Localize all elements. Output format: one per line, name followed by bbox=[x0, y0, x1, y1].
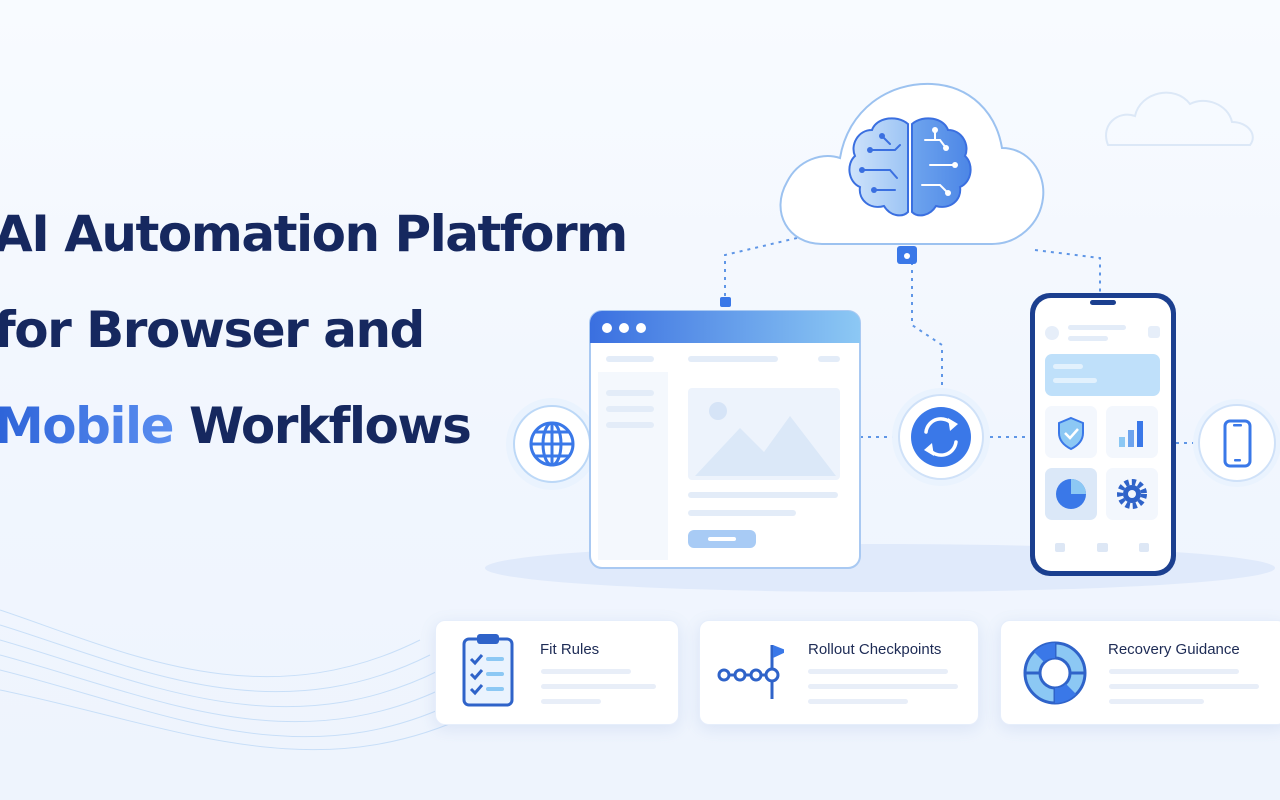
gear-icon bbox=[1117, 479, 1147, 509]
globe-icon bbox=[529, 421, 575, 467]
life-ring-icon bbox=[1023, 641, 1087, 705]
browser-connector-port bbox=[720, 297, 731, 307]
feature-card-rollout-checkpoints[interactable]: Rollout Checkpoints bbox=[699, 620, 979, 725]
placeholder-line bbox=[1109, 684, 1259, 689]
globe-node bbox=[506, 398, 598, 490]
browser-window bbox=[589, 310, 861, 569]
placeholder-line bbox=[541, 699, 601, 704]
phone-bottom-nav bbox=[1055, 543, 1149, 552]
placeholder-line bbox=[541, 669, 631, 674]
pie-chart-icon bbox=[1056, 479, 1086, 509]
placeholder-line bbox=[808, 684, 958, 689]
card-label: Rollout Checkpoints bbox=[808, 641, 942, 658]
hero-title-highlight: Mobile bbox=[0, 397, 175, 455]
background-waves bbox=[0, 609, 471, 751]
milestone-flag-icon bbox=[717, 645, 784, 699]
placeholder-line bbox=[1109, 669, 1239, 674]
feature-card-fit-rules[interactable]: Fit Rules bbox=[435, 620, 679, 725]
shield-check-icon bbox=[1058, 416, 1084, 451]
card-label: Recovery Guidance bbox=[1108, 641, 1240, 658]
smartphone-icon bbox=[1223, 419, 1252, 468]
placeholder-line bbox=[541, 684, 656, 689]
placeholder-line bbox=[1109, 699, 1204, 704]
hero-title-line-3: Mobile Workflows bbox=[0, 378, 627, 474]
hero-title-line-1: AI Automation Platform bbox=[0, 205, 628, 263]
decorative-cloud bbox=[1105, 91, 1254, 146]
bar-chart-icon bbox=[1119, 421, 1143, 447]
placeholder-line bbox=[808, 669, 948, 674]
ai-brain-icon bbox=[848, 117, 972, 217]
hero-title: AI Automation Platform for Browser and M… bbox=[0, 186, 628, 474]
mobile-node bbox=[1193, 399, 1280, 487]
checklist-clipboard-icon bbox=[462, 634, 514, 707]
sync-node bbox=[892, 388, 990, 486]
feature-card-recovery-guidance[interactable]: Recovery Guidance bbox=[1000, 620, 1280, 725]
card-label: Fit Rules bbox=[540, 641, 600, 658]
placeholder-line bbox=[808, 699, 908, 704]
hero-title-line-3-rest: Workflows bbox=[173, 397, 472, 455]
phone-device bbox=[1030, 293, 1176, 576]
hero-title-line-2: for Browser and bbox=[0, 301, 425, 359]
